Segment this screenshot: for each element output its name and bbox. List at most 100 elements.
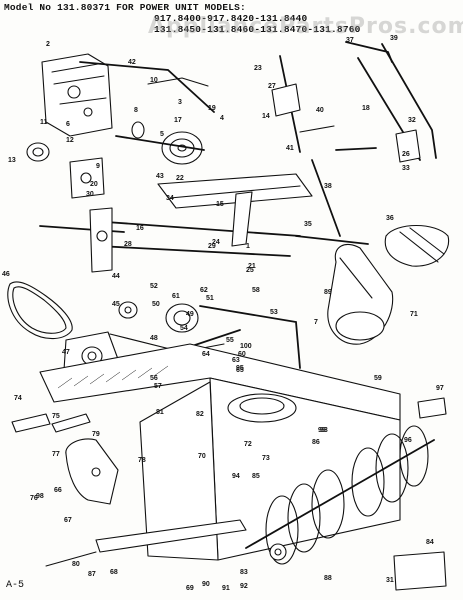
callout-34: 34 xyxy=(166,195,174,202)
callout-29: 29 xyxy=(208,243,216,250)
callout-64: 64 xyxy=(202,351,210,358)
callout-84: 84 xyxy=(426,539,434,546)
callout-55: 55 xyxy=(226,337,234,344)
callout-94: 94 xyxy=(232,473,240,480)
callout-58: 58 xyxy=(252,287,260,294)
callout-79: 79 xyxy=(92,431,100,438)
callout-41: 41 xyxy=(286,145,294,152)
callout-13: 13 xyxy=(8,157,16,164)
callout-9: 9 xyxy=(96,163,100,170)
v-belt xyxy=(7,281,73,340)
callout-43: 43 xyxy=(156,173,164,180)
callout-7: 7 xyxy=(314,319,318,326)
pulley-left-small xyxy=(26,142,50,162)
callout-83: 83 xyxy=(240,569,248,576)
skid-shoe-left xyxy=(65,438,119,505)
callout-91: 91 xyxy=(222,585,230,592)
shear-bolt-chain xyxy=(11,413,91,433)
callout-39: 39 xyxy=(390,35,398,42)
callout-82: 82 xyxy=(196,411,204,418)
callout-46: 46 xyxy=(2,271,10,278)
callout-25: 25 xyxy=(246,267,254,274)
callout-2: 2 xyxy=(46,41,50,48)
callout-37: 37 xyxy=(346,37,354,44)
callout-86: 86 xyxy=(312,439,320,446)
callout-50: 50 xyxy=(152,301,160,308)
model-header-line2: 917.8400-917.8420-131.8440 xyxy=(154,13,308,24)
callout-72: 72 xyxy=(244,441,252,448)
callout-26: 26 xyxy=(402,151,410,158)
callout-81: 81 xyxy=(156,409,164,416)
callout-71: 71 xyxy=(410,311,418,318)
discharge-chute xyxy=(327,244,394,345)
callout-69: 69 xyxy=(186,585,194,592)
watermark-text: AppliancePartsPros.com xyxy=(148,14,463,39)
callout-10: 10 xyxy=(150,77,158,84)
callout-70: 70 xyxy=(198,453,206,460)
callout-21: 21 xyxy=(248,263,256,270)
callout-38: 38 xyxy=(324,183,332,190)
callout-35: 35 xyxy=(304,221,312,228)
model-header-line1: Model No 131.80371 FOR POWER UNIT MODELS… xyxy=(4,2,246,13)
callout-40: 40 xyxy=(316,107,324,114)
callout-5: 5 xyxy=(160,131,164,138)
callout-89: 89 xyxy=(324,289,332,296)
callout-8: 8 xyxy=(134,107,138,114)
callout-20: 20 xyxy=(90,181,98,188)
callout-62: 62 xyxy=(200,287,208,294)
callout-30: 30 xyxy=(86,191,94,198)
callout-97: 97 xyxy=(436,385,444,392)
callout-12: 12 xyxy=(66,137,74,144)
page-reference: A-5 xyxy=(6,580,25,591)
callout-28: 28 xyxy=(124,241,132,248)
callout-75: 75 xyxy=(52,413,60,420)
scraper-bar xyxy=(45,519,247,567)
callout-63: 63 xyxy=(232,357,240,364)
bracket-upper-left xyxy=(69,157,105,199)
callout-66: 66 xyxy=(54,487,62,494)
callout-65: 65 xyxy=(236,367,244,374)
callout-67: 67 xyxy=(64,517,72,524)
side-plate-right-lower xyxy=(393,397,447,591)
callout-92: 92 xyxy=(240,583,248,590)
callout-56: 56 xyxy=(150,375,158,382)
callout-48: 48 xyxy=(150,335,158,342)
callout-18: 18 xyxy=(362,105,370,112)
callout-52: 52 xyxy=(150,283,158,290)
callout-1: 1 xyxy=(246,243,250,250)
callout-76: 76 xyxy=(30,495,38,502)
control-rods-upper-right xyxy=(271,41,437,237)
callout-57: 57 xyxy=(154,383,162,390)
auger-housing xyxy=(39,343,401,561)
auger-pulley-mid xyxy=(118,301,301,369)
chute-deflector xyxy=(384,225,450,267)
callout-45: 45 xyxy=(112,301,120,308)
callout-99: 99 xyxy=(318,427,326,434)
callout-27: 27 xyxy=(268,83,276,90)
callout-98: 98 xyxy=(36,493,44,500)
callout-78: 78 xyxy=(138,457,146,464)
callout-14: 14 xyxy=(262,113,270,120)
callout-17: 17 xyxy=(174,117,182,124)
callout-15: 15 xyxy=(216,201,224,208)
shaft-lower-left xyxy=(39,207,125,273)
callout-73: 73 xyxy=(262,455,270,462)
callout-87: 87 xyxy=(88,571,96,578)
callout-32: 32 xyxy=(408,117,416,124)
callout-68: 68 xyxy=(110,569,118,576)
auger-spiral xyxy=(245,425,435,565)
callout-77: 77 xyxy=(52,451,60,458)
callout-80: 80 xyxy=(72,561,80,568)
model-header-line3: 131.8450-131.8460-131.8470-131.8760 xyxy=(154,24,361,35)
callout-95: 95 xyxy=(236,365,244,372)
callout-49: 49 xyxy=(186,311,194,318)
callout-numbers: 1234567891011121314151617181920212223242… xyxy=(2,35,444,592)
callout-90: 90 xyxy=(202,581,210,588)
callout-4: 4 xyxy=(220,115,224,122)
callout-88: 88 xyxy=(324,575,332,582)
callout-23: 23 xyxy=(254,65,262,72)
drive-pulley-upper xyxy=(115,121,205,165)
callout-24: 24 xyxy=(212,239,220,246)
